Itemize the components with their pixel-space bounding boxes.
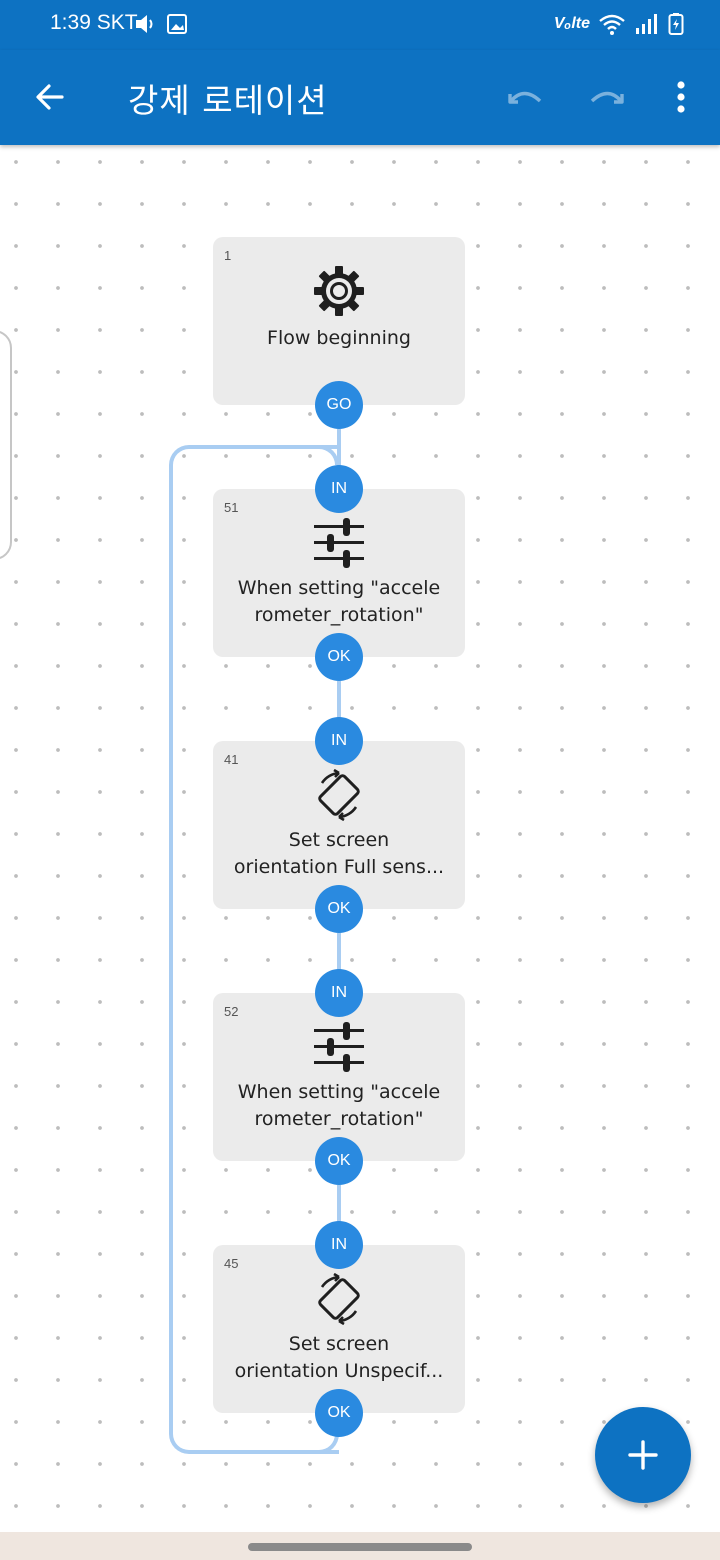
volume-icon: [136, 15, 153, 33]
redo-button[interactable]: [586, 76, 630, 120]
clock: 1:39: [50, 11, 91, 34]
undo-button[interactable]: [502, 76, 546, 120]
wifi-icon: [599, 14, 625, 35]
node-label: When setting "accele rometer_rotation": [221, 575, 457, 629]
plus-icon: [628, 1440, 658, 1470]
status-right-icons: Vₒlte: [554, 10, 684, 38]
in-port[interactable]: IN: [315, 969, 363, 1017]
node-label: When setting "accele rometer_rotation": [221, 1079, 457, 1133]
flow-canvas[interactable]: 1 Flow beginning GO IN 51: [0, 145, 720, 1532]
gear-icon: [314, 266, 364, 316]
loop-connector-top: [189, 445, 339, 465]
ok-port[interactable]: OK: [315, 1389, 363, 1437]
flow-node-setting-trigger[interactable]: 51 When setting "accele rometer_rotation…: [213, 489, 465, 657]
volte-label: Vₒlte: [553, 15, 590, 32]
home-indicator[interactable]: [248, 1543, 472, 1551]
node-label-line: rometer_rotation": [254, 604, 424, 626]
back-arrow-icon: [36, 84, 64, 110]
undo-icon: [508, 91, 542, 104]
page-title: 강제 로테이션: [128, 81, 328, 120]
ok-port[interactable]: OK: [315, 1137, 363, 1185]
in-port[interactable]: IN: [315, 1221, 363, 1269]
node-label-line: orientation Full sens...: [233, 856, 445, 878]
in-port[interactable]: IN: [315, 717, 363, 765]
flow-node-set-orientation[interactable]: 41 Set screen orientation Full sens...: [213, 741, 465, 909]
connector-line: [337, 933, 341, 973]
image-icon: [167, 14, 187, 34]
node-label: Set screen orientation Unspecif...: [221, 1331, 457, 1385]
node-label-line: When setting "accele: [237, 577, 441, 599]
node-id: 52: [224, 1004, 239, 1019]
node-label-line: rometer_rotation": [254, 1108, 424, 1130]
flow-node-beginning[interactable]: 1 Flow beginning: [213, 237, 465, 405]
more-options-button[interactable]: [664, 72, 698, 122]
connector-line: [337, 429, 341, 469]
flow-node-setting-trigger[interactable]: 52 When setting "accele rometer_rotation…: [213, 993, 465, 1161]
node-id: 51: [224, 500, 239, 515]
node-label: Set screen orientation Full sens...: [221, 827, 457, 881]
carrier-name: SKT: [96, 11, 138, 34]
node-label-line: Set screen: [288, 1333, 390, 1355]
node-label-line: orientation Unspecif...: [234, 1360, 444, 1382]
battery-icon: [668, 13, 684, 35]
connector-line: [337, 1185, 341, 1225]
screen-rotation-icon: [318, 1273, 360, 1325]
signal-icon: [636, 14, 657, 34]
status-left-icons: [136, 14, 187, 34]
node-label: Flow beginning: [267, 327, 411, 349]
go-port[interactable]: GO: [315, 381, 363, 429]
node-id: 41: [224, 752, 239, 767]
in-port[interactable]: IN: [315, 465, 363, 513]
connector-line: [337, 681, 341, 721]
screen-rotation-icon: [318, 769, 360, 821]
status-time: 1:39 SKT: [50, 11, 138, 35]
back-button[interactable]: [27, 74, 73, 120]
ok-port[interactable]: OK: [315, 885, 363, 933]
node-id: 1: [224, 248, 232, 263]
redo-icon: [590, 91, 624, 104]
offscreen-node-edge[interactable]: [0, 330, 12, 560]
more-vert-icon: [677, 81, 685, 113]
sliders-icon: [314, 1022, 364, 1072]
app-bar: 강제 로테이션: [0, 50, 720, 145]
add-block-button[interactable]: [595, 1407, 691, 1503]
sliders-icon: [314, 518, 364, 568]
status-bar: 1:39 SKT Vₒlte: [0, 0, 720, 50]
flow-node-set-orientation[interactable]: 45 Set screen orientation Unspecif...: [213, 1245, 465, 1413]
node-label-line: When setting "accele: [237, 1081, 441, 1103]
system-nav-bar: [0, 1532, 720, 1560]
ok-port[interactable]: OK: [315, 633, 363, 681]
node-label-line: Set screen: [288, 829, 390, 851]
node-id: 45: [224, 1256, 239, 1271]
loop-connector-bottom: [189, 1434, 339, 1454]
